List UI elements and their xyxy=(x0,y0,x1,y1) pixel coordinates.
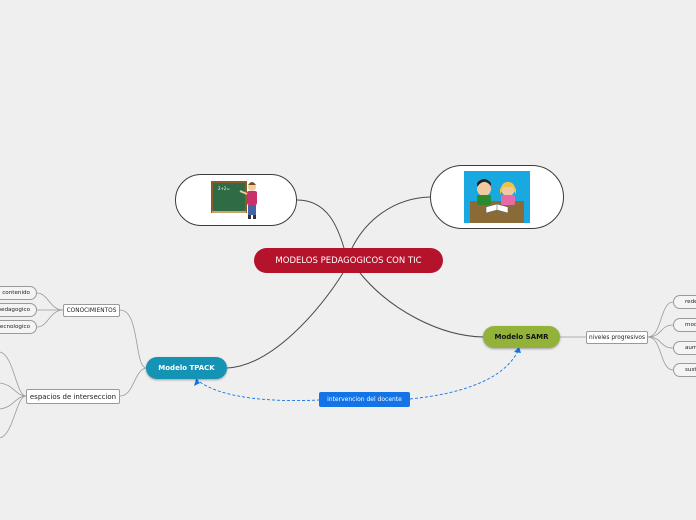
link-espacios-1 xyxy=(0,351,27,397)
subtopic-niveles-progresivos[interactable]: niveles progresivos xyxy=(586,331,648,344)
arrow-to-tpack-icon xyxy=(194,379,200,386)
relation-intervencion-docente[interactable]: intervencion del docente xyxy=(319,392,410,407)
relation-connector xyxy=(195,348,520,402)
link-root-samr xyxy=(359,272,484,338)
teacher-image-node[interactable]: 2+2= xyxy=(175,174,297,226)
link-conoc-tecnologico xyxy=(36,309,64,328)
subtopic-espacios-interseccion[interactable]: espacios de interseccion xyxy=(26,389,120,404)
link-tpack-conocimientos xyxy=(119,309,147,369)
link-niveles-2 xyxy=(647,324,674,338)
students-reading-icon xyxy=(464,171,530,223)
link-espacios-2 xyxy=(0,382,27,397)
relation-arrowheads xyxy=(194,347,521,386)
link-niveles-1 xyxy=(647,301,674,338)
link-root-teacher xyxy=(296,199,345,249)
leaf-pedagogico[interactable]: pedagogico xyxy=(0,303,37,317)
link-tpack-espacios xyxy=(119,367,147,397)
leaf-aumento[interactable]: aum xyxy=(673,341,696,355)
link-espacios-4 xyxy=(0,395,27,439)
samr-branch-lines xyxy=(560,301,674,371)
tpack-branch-lines xyxy=(0,292,147,439)
link-niveles-3 xyxy=(647,336,674,349)
link-niveles-4 xyxy=(647,336,674,371)
leaf-sustitucion[interactable]: sust xyxy=(673,363,696,377)
teacher-at-chalkboard-icon: 2+2= xyxy=(211,181,257,219)
board-text: 2+2= xyxy=(218,186,230,191)
leaf-contenido[interactable]: contenido xyxy=(0,286,37,300)
relation-line xyxy=(195,378,320,402)
root-topic[interactable]: MODELOS PEDAGOGICOS CON TIC xyxy=(254,248,443,273)
topic-modelo-tpack[interactable]: Modelo TPACK xyxy=(146,357,227,379)
leaf-tecnologico[interactable]: tecnologico xyxy=(0,320,37,334)
leaf-redefinicion[interactable]: rede xyxy=(673,295,696,309)
topic-modelo-samr[interactable]: Modelo SAMR xyxy=(483,326,560,348)
link-root-students xyxy=(351,196,431,249)
link-root-tpack xyxy=(226,272,344,369)
subtopic-conocimientos[interactable]: CONOCIMIENTOS xyxy=(63,304,120,317)
connector-lines xyxy=(226,196,484,369)
leaf-modificacion[interactable]: modi xyxy=(673,318,696,332)
students-image-node[interactable] xyxy=(430,165,564,229)
link-conoc-contenido xyxy=(36,292,64,311)
arrow-to-samr-icon xyxy=(514,347,521,353)
relation-line-right xyxy=(409,348,520,400)
